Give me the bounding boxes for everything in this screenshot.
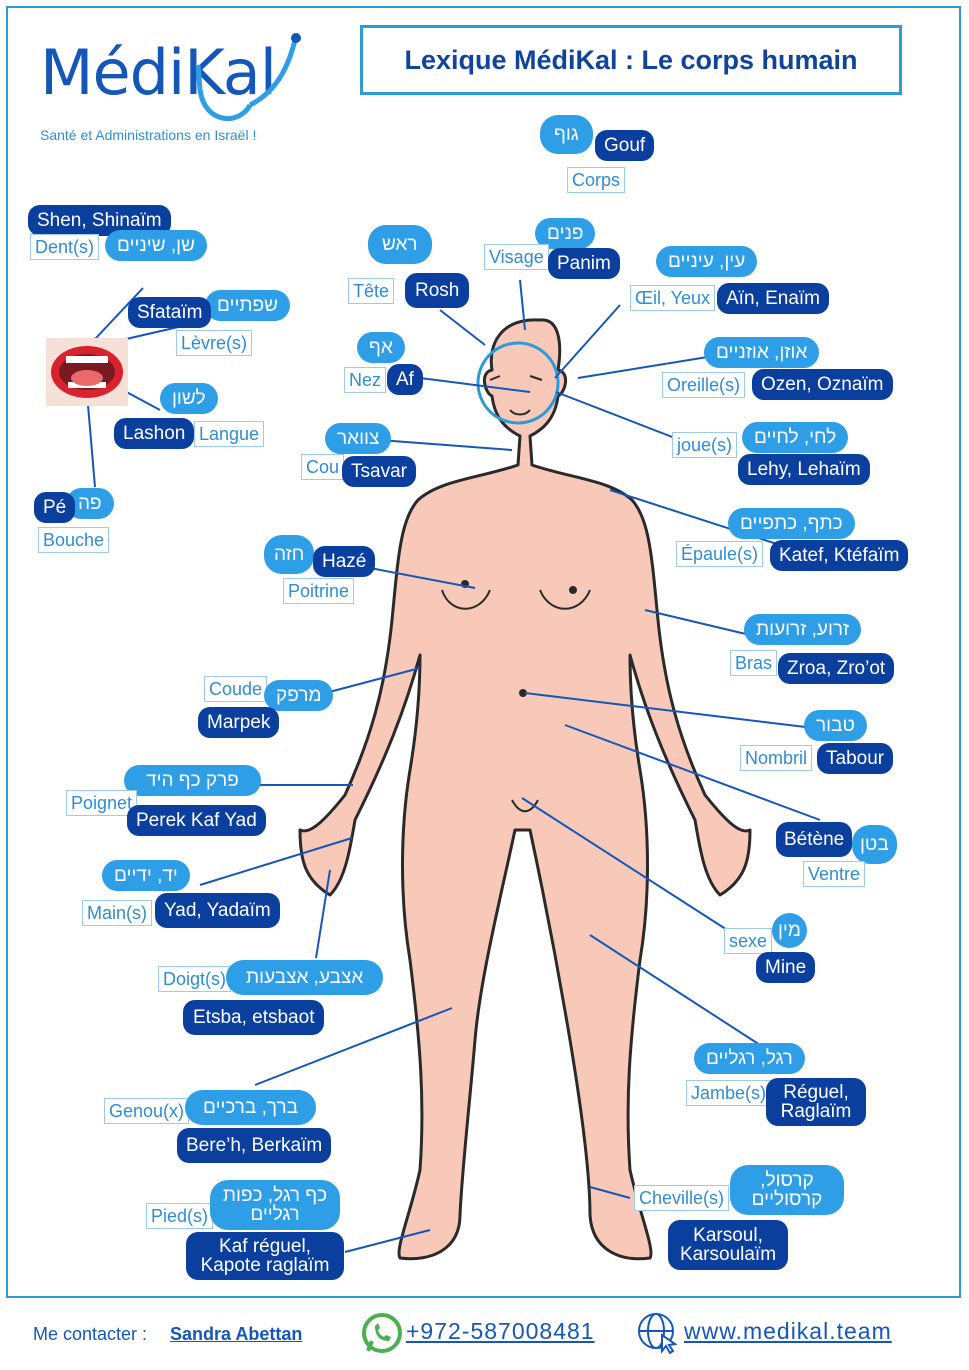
term-nombril-tr: Tabour: [817, 743, 894, 774]
face-highlight-circle: [476, 341, 560, 425]
term-nombril-fr: Nombril: [740, 745, 813, 771]
term-levre-he: שפתיים: [205, 290, 290, 321]
tagline: Santé et Administrations en Israël !: [40, 127, 257, 143]
term-jambe-fr: Jambe(s): [686, 1080, 772, 1106]
term-oeil-tr: Aïn, Enaïm: [717, 283, 829, 314]
phone-link[interactable]: +972-587008481: [406, 1318, 595, 1344]
term-pied-he: כף רגל, כפות רגליים: [210, 1180, 340, 1230]
term-bras-tr: Zroa, Zro’ot: [778, 653, 895, 684]
website-link[interactable]: www.medikal.team: [684, 1318, 892, 1344]
term-doigt-he: אצבע, אצבעות: [226, 960, 384, 995]
term-visage-fr: Visage: [484, 244, 549, 270]
term-cheville-he: קרסול, קרסוליים: [730, 1165, 844, 1215]
page-title: Lexique MédiKal : Le corps humain: [404, 44, 858, 75]
term-genou-tr: Bere’h, Berkaïm: [177, 1128, 332, 1163]
term-epaule-he: כתף, כתפיים: [728, 508, 855, 539]
term-cheville-fr: Cheville(s): [634, 1185, 730, 1211]
term-genou-he: ברך, ברכיים: [185, 1090, 316, 1125]
term-poitrine-fr: Poitrine: [283, 578, 355, 604]
page-frame: [6, 6, 961, 1298]
term-joue-tr: Lehy, Lehaïm: [738, 454, 870, 485]
term-langue-he: לשון: [160, 383, 218, 414]
title-box: Lexique MédiKal : Le corps humain: [360, 25, 902, 95]
term-pied-tr: Kaf réguel, Kapote raglaïm: [186, 1232, 344, 1280]
term-jambe-tr: Réguel, Raglaïm: [766, 1078, 866, 1126]
term-cou-he: צוואר: [325, 423, 392, 454]
term-langue-fr: Langue: [194, 421, 265, 447]
term-ventre-he: בטן: [852, 825, 897, 864]
term-coude-he: מרפק: [264, 680, 334, 711]
term-poignet-tr: Perek Kaf Yad: [127, 805, 266, 836]
term-cou-tr: Tsavar: [342, 456, 416, 487]
term-bras-fr: Bras: [730, 650, 778, 676]
term-tete-tr: Rosh: [405, 273, 470, 308]
body-details: [441, 375, 591, 813]
term-corps-tr: Gouf: [595, 130, 655, 161]
term-main-he: יד, ידיים: [102, 860, 190, 891]
contact-label: Me contacter :: [33, 1324, 148, 1344]
term-levre-fr: Lèvre(s): [176, 330, 253, 356]
term-nez-he: אף: [357, 332, 405, 363]
term-poitrine-he: חזה: [264, 535, 315, 574]
term-epaule-fr: Épaule(s): [676, 541, 764, 567]
term-cou-fr: Cou: [301, 454, 345, 480]
term-sexe-tr: Mine: [756, 952, 816, 983]
term-nez-fr: Nez: [344, 367, 387, 393]
term-tete-fr: Tête: [348, 278, 395, 304]
contact-name[interactable]: Sandra Abettan: [170, 1324, 303, 1344]
pointer-lines: [79, 279, 831, 1253]
term-visage-tr: Panim: [548, 248, 620, 279]
term-oeil-fr: Œil, Yeux: [630, 285, 716, 311]
globe-cursor-icon: [638, 1313, 678, 1355]
body-figure: [298, 318, 752, 1261]
term-visage-he: פנים: [535, 218, 596, 249]
term-poignet-he: פרק כף היד: [124, 765, 261, 796]
term-poignet-fr: Poignet: [66, 790, 138, 816]
term-corps-fr: Corps: [567, 167, 626, 193]
brand-name: MédiKal: [40, 36, 277, 109]
term-bouche-fr: Bouche: [38, 527, 110, 553]
term-levre-tr: Sfataïm: [128, 297, 212, 328]
term-doigt-tr: Etsba, etsbaot: [183, 1000, 325, 1035]
term-bouche-tr: Pé: [34, 492, 76, 523]
term-joue-fr: joue(s): [672, 432, 738, 458]
term-dent-he: שן, שיניים: [105, 230, 207, 261]
term-ventre-tr: Bétène: [776, 822, 853, 857]
mouth-photo: [46, 338, 128, 406]
term-oreille-tr: Ozen, Oznaïm: [752, 369, 893, 400]
term-jambe-he: רגל, רגליים: [694, 1043, 805, 1074]
term-oreille-fr: Oreille(s): [662, 372, 746, 398]
term-main-fr: Main(s): [82, 900, 153, 926]
term-genou-fr: Genou(x): [104, 1098, 190, 1124]
term-ventre-fr: Ventre: [803, 861, 866, 887]
term-poitrine-tr: Hazé: [313, 546, 376, 577]
stethoscope-icon: [195, 33, 301, 121]
brand-logo: MédiKal: [40, 30, 310, 125]
term-oeil-he: עין, עיניים: [656, 246, 758, 277]
term-pied-fr: Pied(s): [146, 1203, 214, 1229]
term-corps-he: גוף: [540, 115, 593, 154]
whatsapp-icon: [362, 1313, 402, 1353]
term-cheville-tr: Karsoul, Karsoulaïm: [668, 1220, 788, 1270]
term-coude-fr: Coude: [204, 676, 268, 702]
body-illustration: [79, 279, 831, 1261]
term-main-tr: Yad, Yadaïm: [155, 893, 280, 928]
term-doigt-fr: Doigt(s): [158, 966, 232, 992]
footer: Me contacter : Sandra Abettan +972-58700…: [0, 1300, 969, 1370]
term-joue-he: לחי, לחיים: [742, 422, 849, 453]
term-coude-tr: Marpek: [198, 707, 280, 738]
term-langue-tr: Lashon: [114, 418, 195, 449]
term-epaule-tr: Katef, Ktéfaïm: [770, 540, 909, 571]
term-sexe-he: מין: [772, 913, 807, 948]
term-oreille-he: אוזן, אוזניים: [704, 337, 820, 368]
term-nombril-he: טבור: [804, 710, 867, 741]
term-dent-fr: Dent(s): [30, 234, 100, 260]
term-nez-tr: Af: [387, 364, 423, 395]
term-sexe-fr: sexe: [724, 928, 773, 954]
term-bras-he: זרוע, זרועות: [744, 614, 862, 645]
term-tete-he: ראש: [368, 225, 432, 264]
